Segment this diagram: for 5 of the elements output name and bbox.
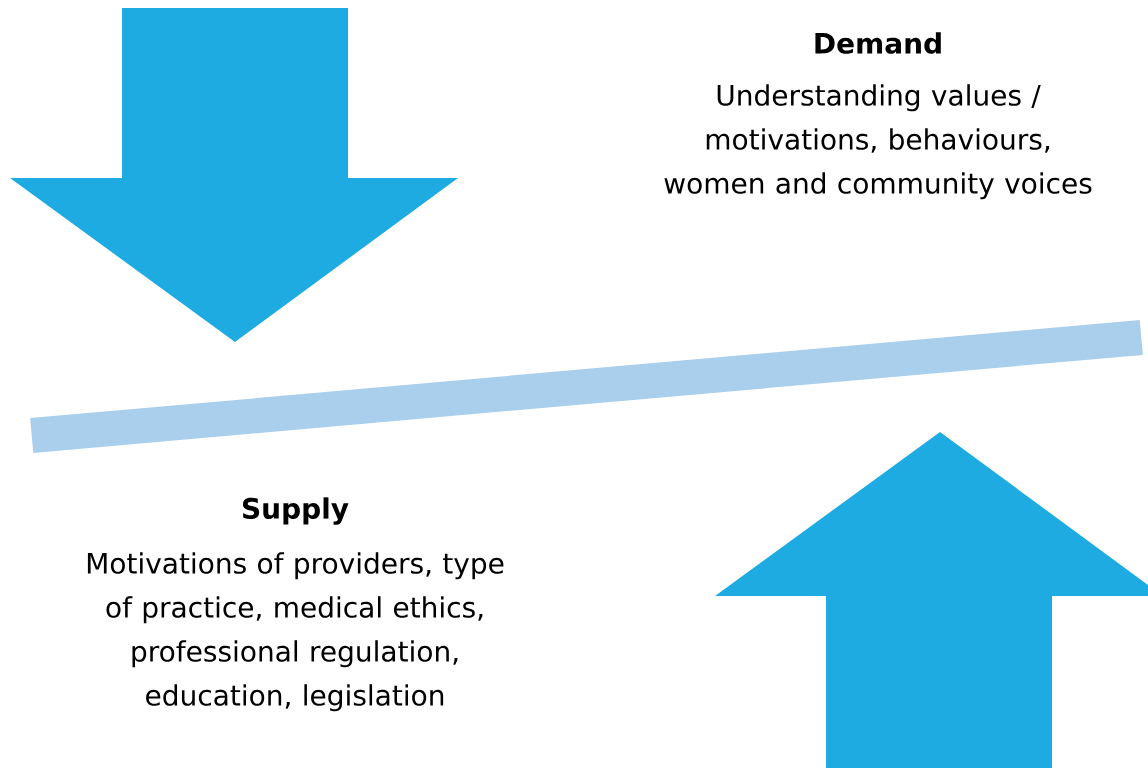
heading: Demand <box>815 32 941 54</box>
description-text: Motivations of providers, type of practice, medical ethics, professional regulation, education, legislation <box>87 552 504 712</box>
heading: Supply <box>243 497 349 525</box>
balance-beam <box>30 320 1143 453</box>
description-text: Understanding values / motivations, behaviours, women and community voices <box>664 84 1092 200</box>
